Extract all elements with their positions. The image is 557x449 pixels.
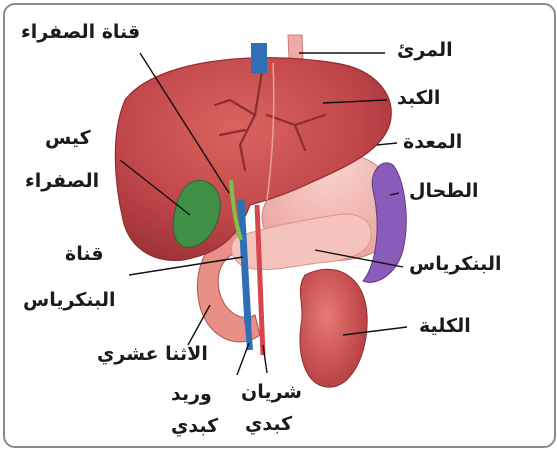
label-pancreatic-duct-line2: البنكرياس xyxy=(23,291,116,310)
label-hepatic-vein-line2: كبدي xyxy=(171,417,218,436)
label-bile-duct: قناة الصفراء xyxy=(21,23,140,42)
label-kidney: الكلية xyxy=(419,317,471,336)
label-gallbladder-line1: كيس xyxy=(45,129,91,148)
pancreas-shape xyxy=(231,214,371,270)
label-stomach: المعدة xyxy=(403,133,462,152)
label-liver: الكبد xyxy=(397,89,440,108)
label-hepatic-artery-line1: شريان xyxy=(241,383,302,402)
organ-illustration xyxy=(5,5,554,446)
label-hepatic-vein-line1: وريد xyxy=(171,385,212,404)
label-pancreatic-duct-line1: قناة xyxy=(65,245,104,264)
kidney-shape xyxy=(300,269,367,387)
vena-cava xyxy=(251,43,267,73)
label-spleen: الطحال xyxy=(409,182,478,201)
hepatic-vein-vessel xyxy=(241,200,248,325)
label-pancreas: البنكرياس xyxy=(409,255,502,274)
label-esophagus: المرئ xyxy=(397,41,453,60)
label-gallbladder-line2: الصفراء xyxy=(25,172,99,191)
label-hepatic-artery-line2: كبدي xyxy=(245,415,292,434)
diagram-frame: قناة الصفراء المرئ الكبد المعدة الطحال ا… xyxy=(3,3,556,448)
label-duodenum: الاثنا عشري xyxy=(97,345,208,364)
